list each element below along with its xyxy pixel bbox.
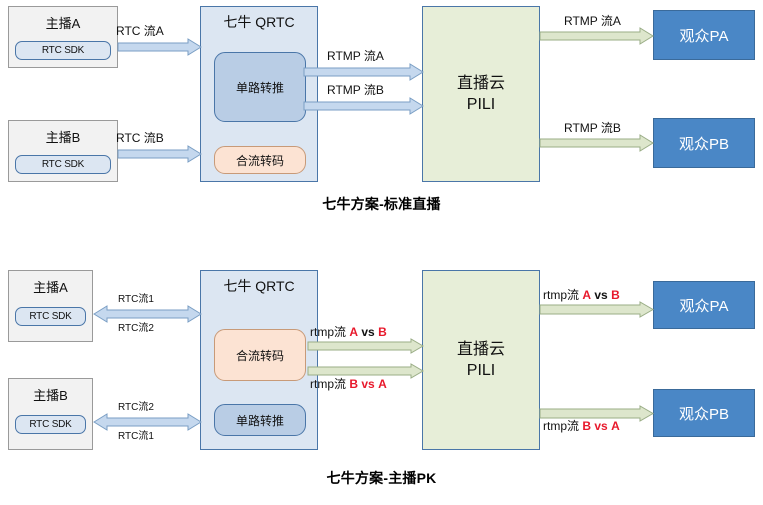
top-anchor-a-sdk-pill[interactable]: RTC SDK [15, 41, 111, 60]
top-pili-line2: PILI [466, 96, 496, 113]
bottom-label-qrtc-pili-1-b: B [378, 325, 387, 339]
bottom-qrtc-module-mix-transcode[interactable]: 合流转码 [214, 329, 306, 381]
bottom-label-anchor-b-down: RTC流1 [118, 431, 154, 442]
bottom-viewer-pa-label: 观众PA [679, 297, 729, 315]
bottom-label-qrtc-pili-1: rtmp流 A vs B [310, 325, 387, 339]
top-arrow-qrtc-to-pili-1 [303, 63, 424, 81]
bottom-anchor-a-sdk-pill[interactable]: RTC SDK [15, 307, 86, 326]
bottom-label-qrtc-pili-2: rtmp流 B vs A [310, 377, 387, 391]
bottom-anchor-b-title: 主播B [33, 388, 68, 403]
top-anchor-b-box: 主播B RTC SDK [8, 120, 118, 182]
bottom-label-anchor-b-up: RTC流2 [118, 402, 154, 413]
bottom-arrow-pili-to-viewer-b [539, 405, 655, 422]
bottom-qrtc-title: 七牛 QRTC [223, 278, 295, 294]
bottom-label-qrtc-pili-2-prefix: rtmp流 [310, 377, 347, 391]
top-label-rtc-stream-a: RTC 流A [116, 24, 164, 38]
bottom-anchor-a-title: 主播A [33, 280, 68, 295]
bottom-label-pili-viewer-a-2: B [611, 288, 620, 302]
top-anchor-b-sdk-pill[interactable]: RTC SDK [15, 155, 111, 174]
bottom-label-pili-viewer-b-2: A [611, 419, 620, 433]
bottom-label-pili-viewer-b: rtmp流 B vs A [543, 419, 620, 433]
bottom-label-qrtc-pili-1-vs: vs [361, 325, 375, 339]
bottom-label-qrtc-pili-2-b: A [378, 377, 387, 391]
top-anchor-a-title: 主播A [45, 16, 81, 31]
top-anchor-b-title: 主播B [45, 130, 81, 145]
top-anchor-a-box: 主播A RTC SDK [8, 6, 118, 68]
bottom-label-qrtc-pili-2-a: B [349, 377, 359, 391]
bottom-viewer-pb-label: 观众PB [678, 405, 729, 423]
bottom-qrtc-module-single-push[interactable]: 单路转推 [214, 404, 306, 436]
bottom-viewer-pa-box: 观众PA [653, 281, 755, 329]
top-viewer-pa-label: 观众PA [679, 27, 729, 45]
bottom-label-anchor-a-down: RTC流2 [118, 323, 154, 334]
top-arrow-anchor-b-to-qrtc [117, 145, 202, 163]
top-viewer-pa-box: 观众PA [653, 10, 755, 60]
bottom-label-qrtc-pili-2-vs: vs [361, 377, 375, 391]
bottom-viewer-pb-box: 观众PB [653, 389, 755, 437]
bottom-label-qrtc-pili-1-a: A [349, 325, 359, 339]
bottom-pili-box: 直播云 PILI [422, 270, 540, 450]
top-label-rtc-stream-b: RTC 流B [116, 131, 164, 145]
top-diagram-caption: 七牛方案-标准直播 [322, 196, 441, 212]
bottom-arrow-pili-to-viewer-a [539, 301, 655, 318]
top-qrtc-title: 七牛 QRTC [223, 14, 295, 30]
bottom-arrow-anchor-a-qrtc [93, 305, 202, 323]
top-viewer-pb-box: 观众PB [653, 118, 755, 168]
bottom-pili-line2: PILI [466, 362, 496, 379]
top-label-rtmp-stream-b-out: RTMP 流B [564, 121, 621, 135]
top-arrow-anchor-a-to-qrtc [117, 38, 202, 56]
bottom-arrow-anchor-b-qrtc [93, 413, 202, 431]
top-label-rtmp-stream-b-mid: RTMP 流B [327, 83, 384, 97]
top-qrtc-module-mix-transcode[interactable]: 合流转码 [214, 146, 306, 174]
bottom-label-pili-viewer-a-1: A [582, 288, 592, 302]
bottom-arrow-qrtc-to-pili-1 [307, 338, 424, 354]
bottom-label-qrtc-pili-1-prefix: rtmp流 [310, 325, 347, 339]
bottom-anchor-a-box: 主播A RTC SDK [8, 270, 93, 342]
bottom-label-pili-viewer-a: rtmp流 A vs B [543, 288, 620, 302]
bottom-label-pili-viewer-a-prefix: rtmp流 [543, 288, 580, 302]
top-label-rtmp-stream-a-out: RTMP 流A [564, 14, 621, 28]
top-viewer-pb-label: 观众PB [678, 135, 729, 153]
bottom-label-pili-viewer-b-prefix: rtmp流 [543, 419, 580, 433]
top-qrtc-module-single-push[interactable]: 单路转推 [214, 52, 306, 122]
bottom-diagram-caption: 七牛方案-主播PK [326, 470, 437, 486]
top-label-rtmp-stream-a-mid: RTMP 流A [327, 49, 384, 63]
top-pili-line1: 直播云 [456, 75, 505, 92]
bottom-label-pili-viewer-b-1: B [582, 419, 592, 433]
bottom-label-anchor-a-up: RTC流1 [118, 294, 154, 305]
top-arrow-pili-to-viewer-a [539, 27, 654, 45]
bottom-anchor-b-sdk-pill[interactable]: RTC SDK [15, 415, 86, 434]
bottom-pili-line1: 直播云 [456, 341, 505, 358]
bottom-label-pili-viewer-a-vs: vs [594, 288, 608, 302]
bottom-qrtc-box: 七牛 QRTC 合流转码 单路转推 [200, 270, 318, 450]
bottom-label-pili-viewer-b-vs: vs [594, 419, 608, 433]
top-arrow-pili-to-viewer-b [539, 134, 654, 152]
top-pili-box: 直播云 PILI [422, 6, 540, 182]
bottom-anchor-b-box: 主播B RTC SDK [8, 378, 93, 450]
top-arrow-qrtc-to-pili-2 [303, 97, 424, 115]
bottom-arrow-qrtc-to-pili-2 [307, 363, 424, 379]
top-qrtc-box: 七牛 QRTC 单路转推 合流转码 [200, 6, 318, 182]
